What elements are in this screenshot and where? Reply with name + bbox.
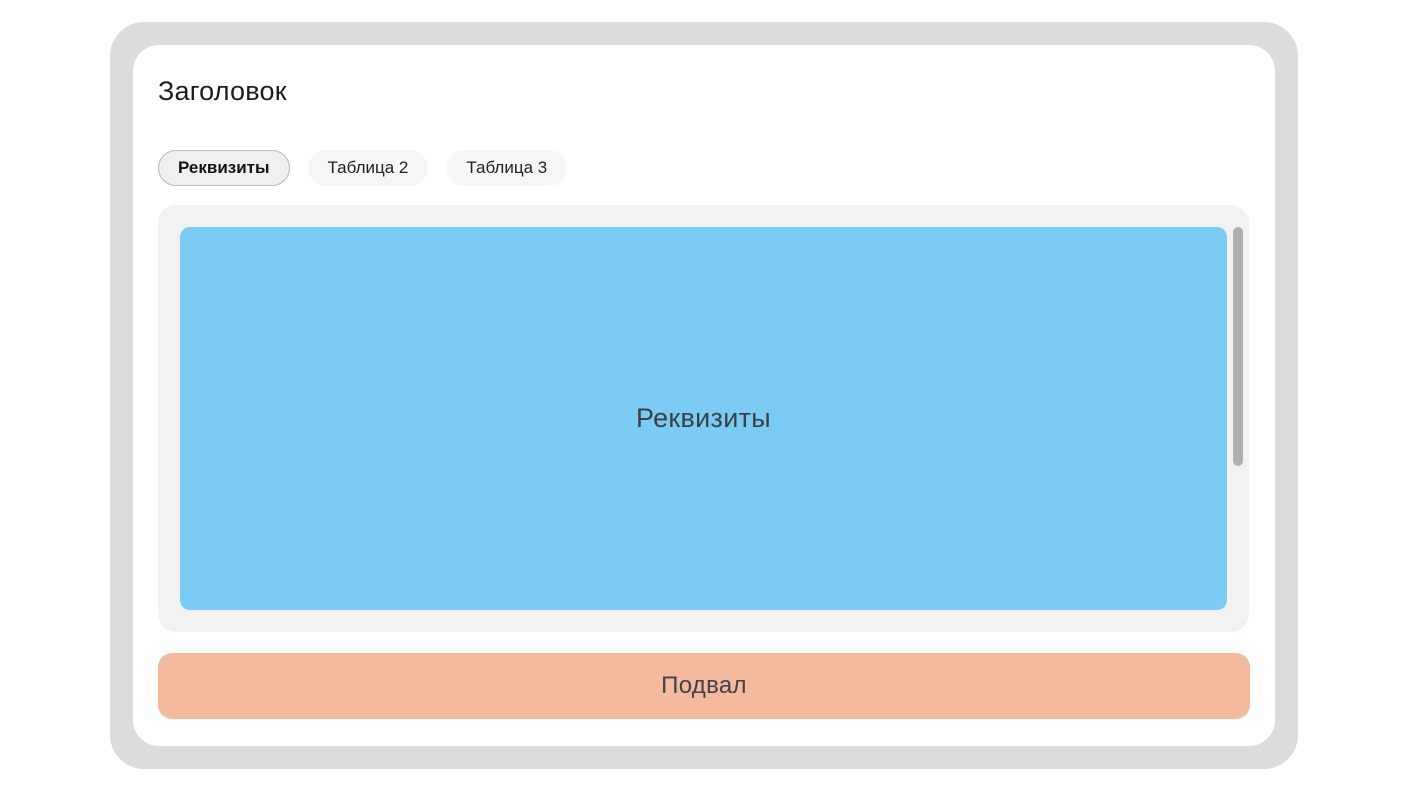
page-title: Заголовок [158, 76, 287, 106]
content-panel: Реквизиты [158, 205, 1249, 632]
tab-rekvizity[interactable]: Реквизиты [158, 150, 290, 186]
footer-bar: Подвал [158, 653, 1250, 719]
footer-label: Подвал [661, 672, 747, 699]
scrollbar-thumb[interactable] [1233, 227, 1243, 466]
tab-content-placeholder: Реквизиты [180, 227, 1227, 610]
tab-tablica-2[interactable]: Таблица 2 [307, 150, 429, 186]
tab-tablica-3[interactable]: Таблица 3 [446, 150, 568, 186]
content-label: Реквизиты [635, 403, 771, 433]
device-frame: Заголовок Реквизиты Таблица 2 Таблица 3 … [110, 22, 1298, 769]
app-window: Заголовок Реквизиты Таблица 2 Таблица 3 … [133, 45, 1275, 746]
tab-bar: Реквизиты Таблица 2 Таблица 3 [158, 150, 568, 186]
